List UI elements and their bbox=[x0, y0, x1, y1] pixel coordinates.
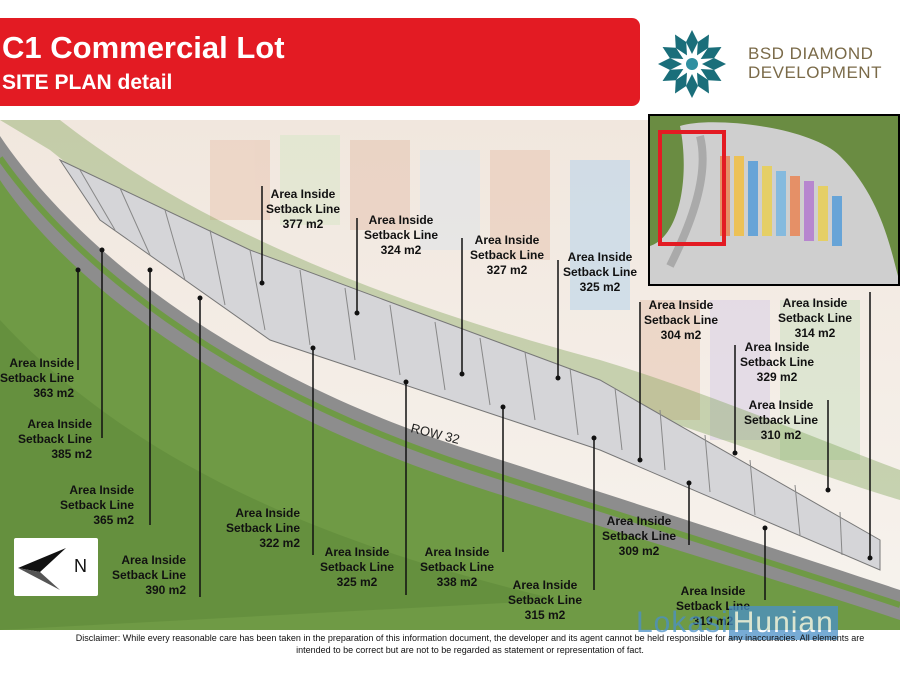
road-row-32 bbox=[0, 136, 900, 620]
compass: N bbox=[14, 538, 98, 596]
north-label: N bbox=[74, 556, 87, 576]
logo-text: BSD DIAMOND DEVELOPMENT bbox=[748, 44, 882, 82]
leader-dots bbox=[75, 247, 873, 561]
diamond-star-icon bbox=[658, 30, 726, 98]
logo-line-1: BSD DIAMOND bbox=[748, 44, 874, 63]
watermark-part-1: Lokasi bbox=[636, 606, 729, 639]
developer-logo: BSD DIAMOND DEVELOPMENT bbox=[652, 22, 900, 106]
faded-houses bbox=[210, 135, 860, 460]
north-arrow-icon bbox=[18, 548, 66, 590]
commercial-lot-strip bbox=[58, 158, 881, 571]
leader-lines bbox=[77, 186, 871, 600]
watermark-part-2: Hunian bbox=[728, 606, 838, 640]
page-title: C1 Commercial Lot bbox=[2, 30, 285, 65]
tree-belt bbox=[0, 120, 900, 500]
lot-dividers bbox=[79, 169, 843, 556]
disclaimer-text: Disclaimer: While every reasonable care … bbox=[75, 633, 865, 655]
header-banner: C1 Commercial Lot SITE PLAN detail bbox=[0, 18, 640, 106]
logo-line-2: DEVELOPMENT bbox=[748, 63, 882, 82]
location-inset-map bbox=[648, 114, 900, 286]
page-subtitle: SITE PLAN detail bbox=[2, 71, 173, 94]
